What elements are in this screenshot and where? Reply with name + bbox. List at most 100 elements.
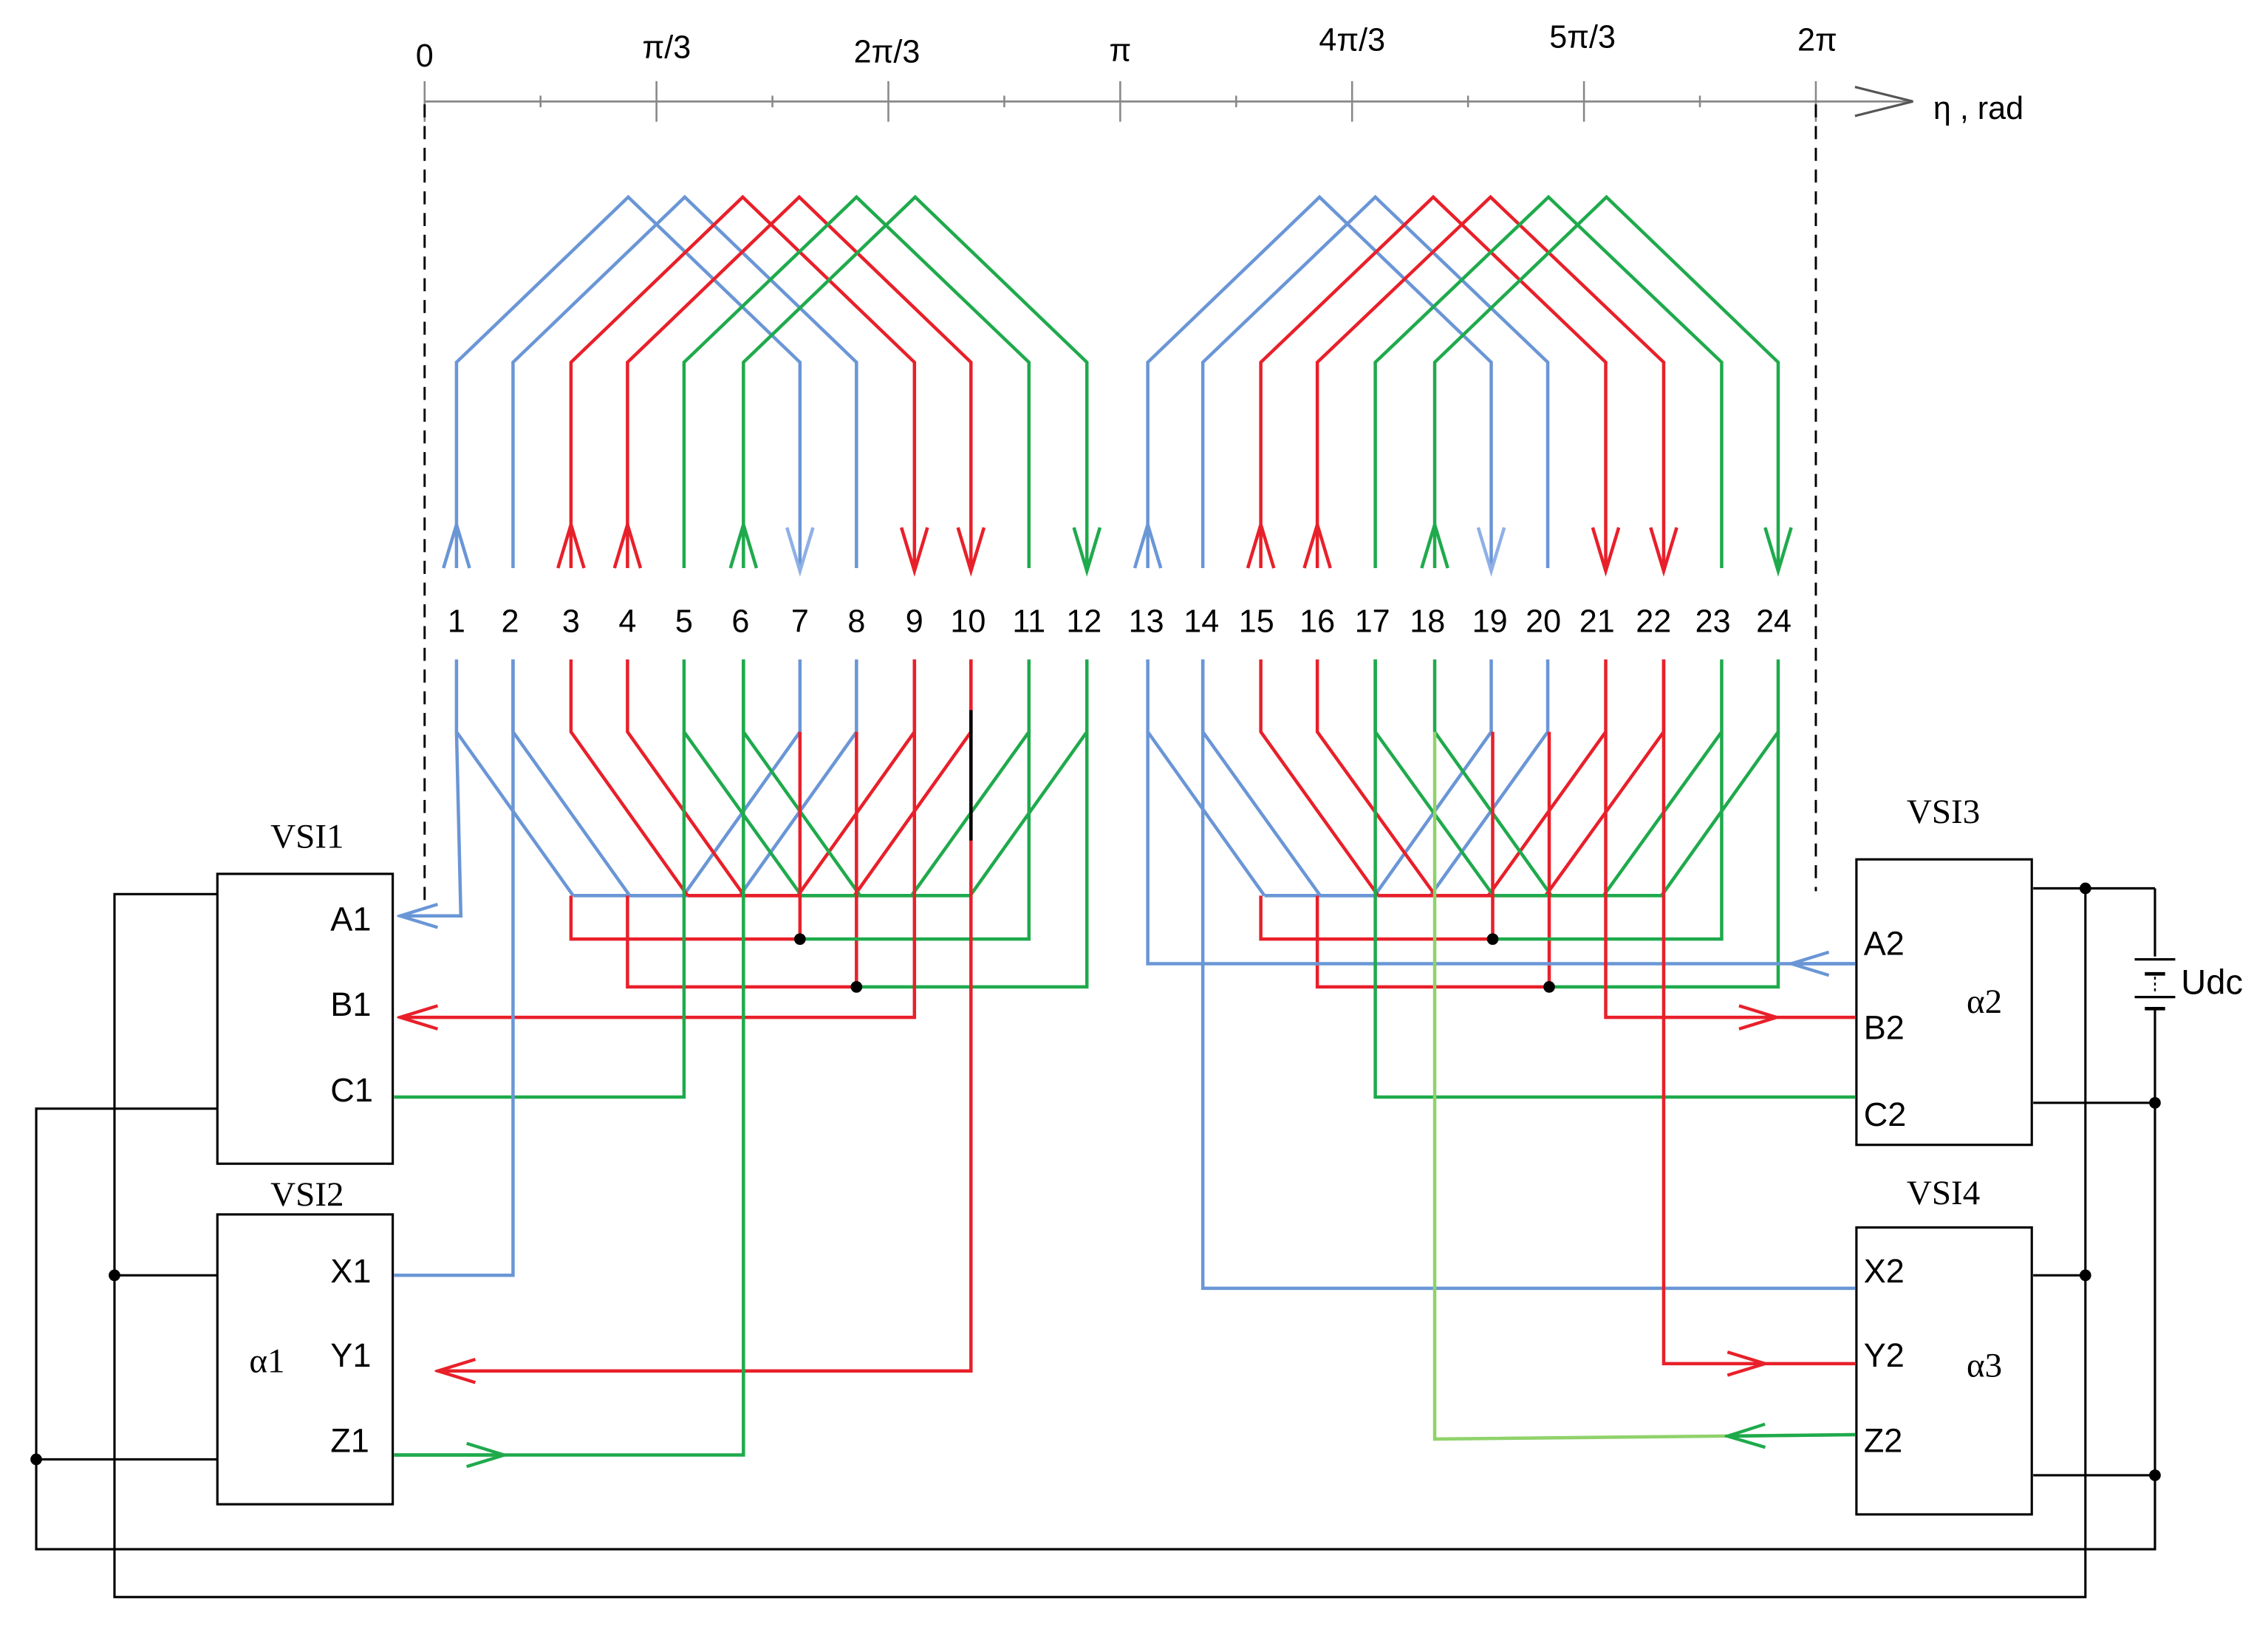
bus-dot	[2149, 1096, 2161, 1109]
vsi2-terminal-x1: X1	[330, 1252, 371, 1290]
vsi2-terminal-y1: Y1	[330, 1336, 371, 1374]
bus-dot	[2149, 1469, 2161, 1481]
slot-number-3: 3	[562, 604, 580, 639]
phase-connections	[394, 659, 1855, 1457]
vsi4-terminal-y2: Y2	[1864, 1336, 1905, 1374]
wire-y1-slot10	[437, 659, 973, 1371]
current-arrow-up	[1302, 519, 1332, 569]
series-link	[856, 731, 1089, 989]
slot-number-2: 2	[502, 604, 519, 639]
coil-lower-end	[626, 659, 746, 897]
vsi4-title: VSI4	[1907, 1174, 1980, 1212]
vsi3-title: VSI3	[1907, 793, 1980, 831]
vsi3-terminal-c2: C2	[1864, 1096, 1907, 1133]
current-arrow-down	[1591, 527, 1621, 577]
wire-z1-slot6	[394, 659, 745, 1457]
current-arrow-down	[1072, 527, 1102, 577]
vsi3-terminal-b2: B2	[1864, 1009, 1905, 1047]
vsi3-angle: α2	[1967, 983, 2002, 1021]
axis-label: η , rad	[1933, 91, 2023, 126]
slot-number-10: 10	[950, 604, 986, 639]
vsi4-angle: α3	[1967, 1347, 2002, 1385]
coil-lower-end	[454, 659, 575, 897]
coil-upper-end	[1259, 194, 1608, 568]
vsi3-box	[1855, 858, 2033, 1147]
current-arrow-down	[899, 527, 929, 577]
axis-tick-label-4pi-3: 4π/3	[1319, 23, 1385, 58]
slot-number-4: 4	[618, 604, 636, 639]
wire-x1-slot2	[394, 659, 515, 1277]
vsi1-title: VSI1	[270, 818, 344, 856]
coil-upper-end	[1315, 194, 1666, 568]
slot-number-24: 24	[1756, 604, 1791, 639]
axis-tick-label-pi: π	[1109, 33, 1131, 68]
vsi1-terminal-b1: B1	[330, 985, 371, 1023]
current-arrow-down	[956, 527, 986, 577]
coil-lower-end	[569, 659, 689, 897]
bus-dot	[2079, 882, 2091, 895]
slot-number-23: 23	[1695, 604, 1731, 639]
inverter-vsi4: VSI4 X2 Y2 Z2 α3	[1855, 1174, 2033, 1516]
series-link	[1549, 731, 1780, 989]
coil-upper-end	[1200, 194, 1550, 568]
wire-b1-slot9	[400, 659, 917, 1018]
dc-supply: Udc	[2134, 958, 2243, 1011]
angle-axis: 0 π/3 2π/3 π 4π/3 5π/3 2π η , rad	[416, 20, 2023, 902]
axis-tick-label-2pi-3: 2π/3	[854, 34, 920, 69]
coil-upper-end	[1146, 194, 1493, 568]
slot-number-9: 9	[906, 604, 923, 639]
coil-upper-end	[626, 194, 973, 568]
axis-tick-label-pi-3: π/3	[642, 30, 691, 65]
slot-number-19: 19	[1472, 604, 1508, 639]
wire-b2-slot21	[1604, 731, 1777, 1017]
wire-a1-slot1	[400, 731, 463, 916]
coil-upper-end	[682, 194, 1031, 568]
slot-number-21: 21	[1579, 604, 1615, 639]
coil-upper-end	[742, 194, 1089, 568]
coil-lower-end	[1146, 659, 1266, 897]
vsi3-terminal-a2: A2	[1864, 925, 1905, 963]
coil-upper-end	[454, 194, 802, 568]
bus-vsi1-top	[113, 888, 2087, 1599]
bus-dots	[30, 882, 2161, 1481]
slot-number-20: 20	[1526, 604, 1561, 639]
current-arrow-up	[728, 519, 759, 569]
vsi2-title: VSI2	[270, 1175, 344, 1214]
slot-number-16: 16	[1299, 604, 1335, 639]
slot-number-11: 11	[1012, 604, 1045, 639]
inverter-vsi2: VSI2 X1 Y1 Z1 α1	[216, 1175, 394, 1506]
junction-dot	[793, 933, 806, 946]
vsi1-box	[216, 872, 394, 1165]
current-arrow-up	[1246, 519, 1276, 569]
inverter-vsi3: VSI3 A2 B2 C2 α2	[1855, 793, 2033, 1147]
slot-number-7: 7	[791, 604, 809, 639]
coil-upper-end	[1432, 194, 1780, 568]
slot-number-5: 5	[675, 604, 693, 639]
slot-number-13: 13	[1129, 604, 1164, 639]
current-arrow-down	[1476, 527, 1506, 577]
current-arrow-down	[785, 527, 815, 577]
coil-lower-end	[1315, 659, 1437, 897]
coil-upper-end	[1373, 194, 1724, 568]
junction-dot	[1486, 933, 1499, 946]
slot-number-6: 6	[731, 604, 749, 639]
arrow-z2	[1727, 1435, 1855, 1436]
junction-dots	[793, 933, 1555, 993]
coil-upper-end	[569, 194, 917, 568]
slot-number-18: 18	[1410, 604, 1445, 639]
winding-coils	[442, 194, 1793, 989]
inverter-vsi1: VSI1 A1 B1 C1	[216, 818, 394, 1165]
axis-tick-label-2pi: 2π	[1797, 23, 1837, 58]
slot-number-12: 12	[1066, 604, 1101, 639]
bus-dot	[2079, 1269, 2091, 1282]
slot-numbers: 1 2 3 4 5 6 7 8 9 10 11 12 13 14 15 16 1…	[448, 604, 1791, 639]
bus-dot	[30, 1453, 42, 1466]
wire-c1-slot5	[394, 731, 686, 1099]
vsi4-box	[1855, 1226, 2033, 1516]
vsi4-terminal-z2: Z2	[1864, 1422, 1903, 1460]
supply-label: Udc	[2181, 963, 2243, 1002]
wire-x2-slot14	[1200, 659, 1855, 1291]
axis-tick-label-0: 0	[416, 38, 434, 74]
slot-number-22: 22	[1636, 604, 1671, 639]
